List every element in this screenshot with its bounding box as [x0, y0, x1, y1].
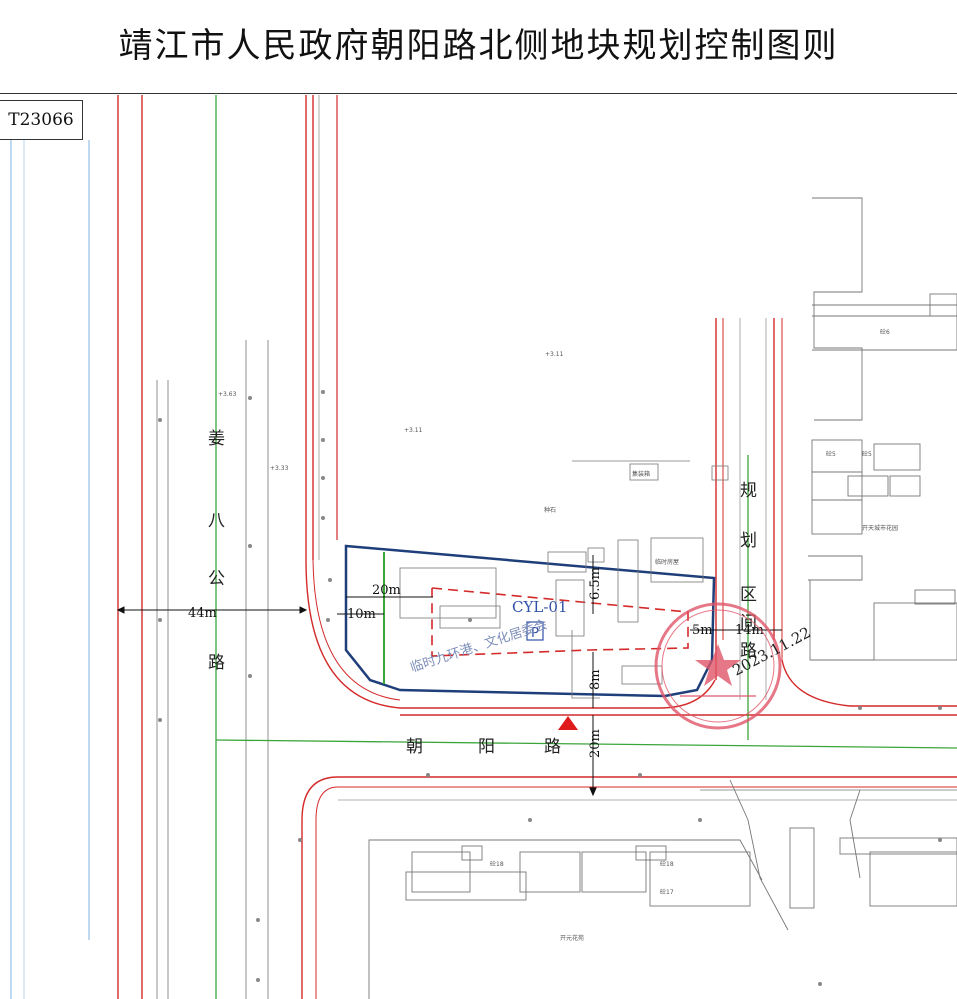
building-label: 砼18: [490, 860, 504, 868]
entrance-marker-icon: [558, 716, 578, 730]
south-road-centerline: [215, 739, 957, 749]
elevation-label: +3.33: [270, 465, 289, 472]
south-road-boundaries: [301, 559, 957, 999]
east-road-name-char: 路: [740, 641, 757, 661]
map-code-box: T23066: [0, 100, 83, 140]
west-road-name-char: 路: [208, 653, 225, 673]
map-note: 开元花苑: [560, 934, 584, 942]
map-code: T23066: [8, 110, 74, 130]
dim-south-road-width: 20m: [588, 729, 603, 758]
building-control-line: [431, 587, 689, 657]
dim-setback-20: 20m: [372, 583, 401, 598]
east-road-boundaries: [715, 318, 957, 707]
east-residential-blocks: [808, 197, 957, 661]
parcel-code: CYL-01: [512, 598, 568, 616]
parking-symbol: P: [531, 626, 539, 641]
south-residential-blocks: [368, 779, 957, 999]
west-road-name-char: 姜: [208, 429, 225, 449]
official-seal: [654, 602, 782, 730]
map-note: 开天城市花园: [862, 524, 898, 532]
dim-setback-10: 10m: [347, 607, 376, 622]
east-road-name-char: 划: [740, 531, 757, 551]
east-road-name-char: 区: [740, 585, 757, 605]
west-road-name-char: 公: [208, 569, 225, 589]
site-symbols: [158, 390, 942, 986]
parcel-boundary: [344, 544, 716, 698]
elevation-label: +3.11: [404, 427, 423, 434]
parking-symbol-box: [526, 621, 544, 641]
map-title: 靖江市人民政府朝阳路北侧地块规划控制图则: [118, 26, 839, 66]
dim-west-road-width: 44m: [188, 606, 217, 621]
east-road-name-char: 间: [740, 613, 757, 633]
existing-buildings: [399, 460, 729, 699]
building-label: 砼5: [826, 450, 836, 458]
south-road-name-char: 路: [544, 737, 561, 757]
handwritten-note: 临时九环港、文化居委会: [409, 617, 550, 675]
west-road-boundaries: [117, 95, 338, 999]
dim-east-road-width: 14m: [735, 623, 764, 638]
west-road-name-char: 八: [208, 511, 225, 531]
map-note: 集装箱: [632, 470, 650, 478]
building-label: 砼17: [660, 888, 674, 896]
map-note: 临时房屋: [655, 558, 679, 566]
dim-setback-6-5: 6.5m: [588, 567, 603, 600]
map-note: 种石: [544, 506, 556, 514]
building-label: 砼6: [880, 328, 890, 336]
south-road-name-char: 朝: [406, 737, 423, 757]
dimension-lines: [116, 555, 782, 797]
dim-setback-5: 5m: [692, 623, 713, 638]
building-label: 砼5: [862, 450, 872, 458]
elevation-label: +3.63: [218, 391, 237, 398]
dim-setback-8: 8m: [588, 669, 603, 690]
east-road-name-char: 规: [740, 481, 757, 501]
elevation-label: +3.11: [545, 351, 564, 358]
building-label: 砼18: [660, 860, 674, 868]
south-road-name-char: 阳: [478, 737, 495, 757]
title-divider: [0, 93, 957, 94]
